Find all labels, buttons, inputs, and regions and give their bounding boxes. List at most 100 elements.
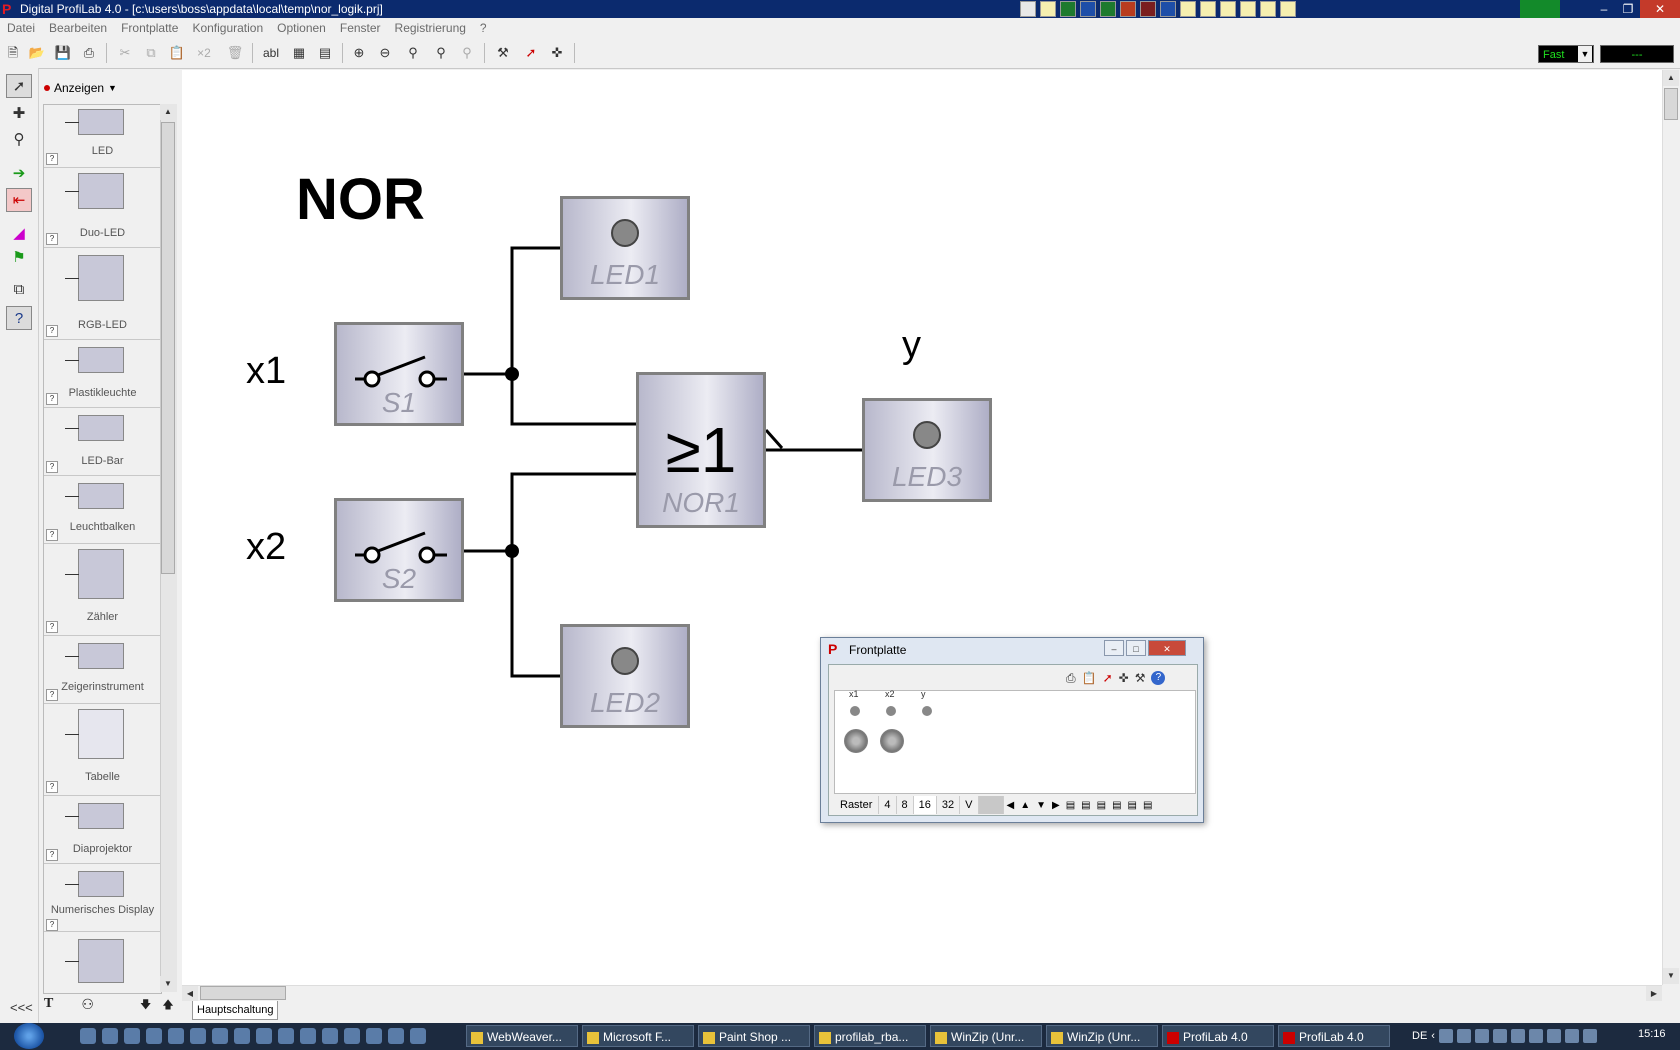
arrow-up-icon[interactable]: 🡅 <box>162 999 174 1011</box>
palette-item-zaehler[interactable]: Zähler ? <box>44 543 161 636</box>
menu-registrierung[interactable]: Registrierung <box>394 21 466 35</box>
stop-icon[interactable]: ✜ <box>551 45 563 60</box>
canvas-horizontal-scrollbar-thumb[interactable] <box>200 986 286 1000</box>
nor-gate[interactable]: ≥1 NOR1 <box>636 372 766 528</box>
arrow-left-icon[interactable]: ⇤ <box>6 188 32 212</box>
palette-item-diaprojektor[interactable]: Diaprojektor ? <box>44 795 161 864</box>
app-icon[interactable] <box>124 1028 140 1044</box>
zoom-out-icon[interactable]: ⊖ <box>379 45 391 60</box>
toggle-switch-x2[interactable] <box>880 729 904 753</box>
arrow-down-icon[interactable]: ▼ <box>1036 799 1047 811</box>
grid-option-32[interactable]: 32 <box>937 796 961 814</box>
scroll-left-icon[interactable]: ◀ <box>182 986 198 1002</box>
scroll-down-icon[interactable]: ▼ <box>1663 968 1679 984</box>
compile-icon[interactable]: ⚒ <box>1134 671 1146 685</box>
taskbar-button[interactable]: Microsoft F... <box>582 1025 694 1047</box>
excel-icon[interactable] <box>1100 1 1116 17</box>
palette-item-plastikleuchte[interactable]: Plastikleuchte ? <box>44 339 161 408</box>
taskbar-button[interactable]: ProfiLab 4.0 <box>1162 1025 1274 1047</box>
help-icon[interactable]: ? <box>1151 671 1166 685</box>
run-icon[interactable]: ➚ <box>525 45 537 60</box>
palette-item-duo-led[interactable]: Duo-LED ? <box>44 167 161 248</box>
toggle-switch-x1[interactable] <box>844 729 868 753</box>
tray-icon[interactable] <box>1492 1029 1507 1043</box>
save-icon[interactable]: 💾 <box>54 45 72 60</box>
copy-icon[interactable]: ⧉ <box>146 45 156 60</box>
folder-icon[interactable] <box>1220 1 1236 17</box>
menu-bearbeiten[interactable]: Bearbeiten <box>49 21 108 35</box>
zoom-page-icon[interactable]: ⚲ <box>436 45 446 60</box>
align-middle-icon[interactable]: ▤ <box>1127 799 1137 811</box>
app-icon[interactable] <box>190 1028 206 1044</box>
app-icon[interactable] <box>146 1028 162 1044</box>
schematic-canvas[interactable]: NOR x1 x2 y S1 S2 LED1 LED2 <box>182 70 1662 985</box>
app-icon[interactable] <box>344 1028 360 1044</box>
collapse-palette-button[interactable]: <<< <box>10 1000 33 1015</box>
text-tool-button[interactable]: abl <box>262 46 279 60</box>
excel-icon[interactable] <box>1060 1 1076 17</box>
app-tray-icon[interactable] <box>1020 1 1036 17</box>
stop-icon[interactable]: ✜ <box>1118 671 1129 685</box>
palette-item-rgb-led[interactable]: RGB-LED ? <box>44 247 161 340</box>
menu-fenster[interactable]: Fenster <box>339 21 381 35</box>
clipboard-icon[interactable]: 📋 <box>1081 671 1097 685</box>
text-icon[interactable]: T <box>44 996 54 1011</box>
scroll-up-icon[interactable]: ▲ <box>1663 70 1679 86</box>
app-icon[interactable] <box>234 1028 250 1044</box>
binoculars-icon[interactable]: ⚇ <box>81 995 94 1012</box>
crosshair-icon[interactable]: ✚ <box>12 105 26 122</box>
app-icon[interactable] <box>278 1028 294 1044</box>
help-icon[interactable]: ? <box>46 233 58 245</box>
scroll-down-icon[interactable]: ▼ <box>160 976 176 992</box>
tray-icon[interactable] <box>1546 1029 1561 1043</box>
app-icon[interactable] <box>322 1028 338 1044</box>
chevron-down-icon[interactable]: ▼ <box>1578 46 1592 62</box>
canvas-horizontal-scrollbar[interactable] <box>182 985 1662 1001</box>
tray-icon[interactable] <box>1528 1029 1543 1043</box>
tab-hauptschaltung[interactable]: Hauptschaltung <box>192 1001 279 1020</box>
app-icon[interactable] <box>102 1028 118 1044</box>
palette-item-led-bar[interactable]: LED-Bar ? <box>44 407 161 476</box>
menu-optionen[interactable]: Optionen <box>277 21 326 35</box>
menu-konfiguration[interactable]: Konfiguration <box>192 21 264 35</box>
duplicate-button[interactable]: ×2 <box>197 46 211 60</box>
palette-item-zeigerinstrument[interactable]: Zeigerinstrument ? <box>44 635 161 704</box>
arrow-left-icon[interactable]: ◀ <box>1006 799 1015 811</box>
help-pointer-icon[interactable]: ? <box>6 306 32 330</box>
chevron-left-icon[interactable]: ‹ <box>1431 1030 1435 1042</box>
grid-option-8[interactable]: 8 <box>897 796 914 814</box>
help-icon[interactable]: ? <box>46 919 58 931</box>
zoom-in-icon[interactable]: ⊕ <box>353 45 365 60</box>
taskbar-button[interactable]: ProfiLab 4.0 <box>1278 1025 1390 1047</box>
align-right-icon[interactable]: ▤ <box>1096 799 1107 811</box>
open-folder-icon[interactable]: 📂 <box>28 45 46 60</box>
scroll-up-icon[interactable]: ▲ <box>160 104 176 120</box>
folder-icon[interactable] <box>1240 1 1256 17</box>
palette-item-leuchtbalken[interactable]: Leuchtbalken ? <box>44 475 161 544</box>
taskbar-button[interactable]: WebWeaver... <box>466 1025 578 1047</box>
flag-icon[interactable]: ⚑ <box>12 249 26 266</box>
word-icon[interactable] <box>1080 1 1096 17</box>
help-icon[interactable]: ? <box>46 393 58 405</box>
grid-option-16[interactable]: 16 <box>913 796 937 814</box>
app-icon[interactable]: P <box>2 1 12 17</box>
compile-icon[interactable]: ⚒ <box>497 45 509 60</box>
led-led1[interactable]: LED1 <box>560 196 690 300</box>
label-icon[interactable]: ◢ <box>13 225 25 242</box>
switch-s1[interactable]: S1 <box>334 322 464 426</box>
app-icon[interactable] <box>1180 1 1196 17</box>
delete-icon[interactable]: 🗑 <box>226 45 244 60</box>
volume-icon[interactable] <box>1582 1029 1597 1043</box>
help-icon[interactable]: ? <box>46 153 58 165</box>
palette-scrollbar-thumb[interactable] <box>161 122 175 574</box>
led-led2[interactable]: LED2 <box>560 624 690 728</box>
language-indicator[interactable]: DE <box>1412 1030 1428 1042</box>
zoom-icon[interactable]: ⚲ <box>13 131 25 148</box>
align-center-icon[interactable]: ▤ <box>1081 799 1091 811</box>
powerpoint-icon[interactable] <box>1120 1 1136 17</box>
align-bottom-icon[interactable]: ▤ <box>1142 799 1153 811</box>
restore-button[interactable]: ❐ <box>1622 2 1634 16</box>
acrobat-icon[interactable] <box>1140 1 1156 17</box>
tray-icon[interactable] <box>1456 1029 1471 1043</box>
help-icon[interactable]: ? <box>46 781 58 793</box>
